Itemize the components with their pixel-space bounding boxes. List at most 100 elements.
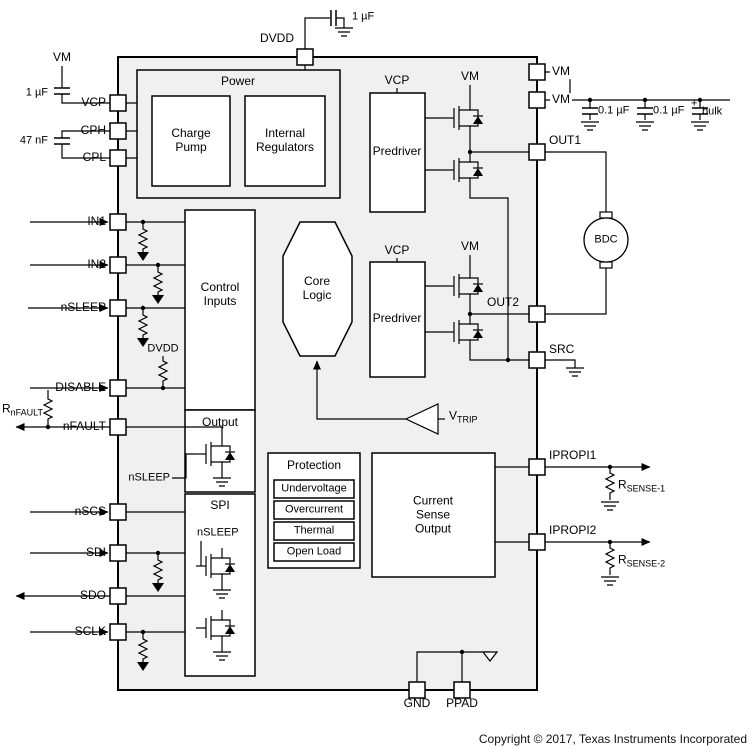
pin-gnd-pad — [408, 681, 426, 699]
pin-src-pad — [528, 351, 546, 369]
gnd-rsense2-icon — [600, 576, 620, 586]
pin-label-ipropi1: IPROPI1 — [549, 448, 597, 463]
pin-label-disable: DISABLE — [55, 380, 106, 395]
pin-label-nsleep: nSLEEP — [60, 300, 106, 315]
gnd-dvdd-cap-icon — [334, 27, 354, 37]
predriver-bottom-label: Predriver — [372, 311, 422, 326]
blocks — [136, 69, 496, 677]
protection-item-2: Overcurrent — [284, 503, 344, 516]
res-sense1-icon — [605, 469, 615, 497]
r-sense1-base: R — [618, 477, 627, 492]
gnd-rsense1-icon — [600, 501, 620, 511]
protection-item-1: Undervoltage — [281, 482, 347, 495]
wire-vm-cap-stubs — [589, 100, 701, 120]
net-label-vm-bridge-top: VM — [461, 69, 479, 84]
wire-nsleep-gate — [172, 453, 196, 479]
wire-gnd-ppad — [416, 651, 490, 682]
pin-ipropi1-pad — [528, 458, 546, 476]
motor-circle — [583, 217, 629, 263]
cap-dvdd-label: 1 µF — [352, 10, 375, 23]
internal-regulators-block — [244, 95, 326, 187]
net-label-vm-bridge-bot: VM — [461, 239, 479, 254]
res-nfault-icon — [43, 395, 53, 423]
copyright-text: Copyright © 2017, Texas Instruments Inco… — [478, 732, 747, 746]
pin-in2-pad — [109, 256, 127, 274]
pin-ppad-pad — [453, 681, 471, 699]
wire-bridge-bottom — [425, 255, 529, 361]
protection-item-box-1 — [273, 479, 355, 499]
res-sense2-icon — [605, 544, 615, 572]
pin-label-in2: IN2 — [87, 257, 106, 272]
pin-disable-pad — [109, 379, 127, 397]
pin-vm2-pad — [528, 91, 546, 109]
pin-ipropi2-pad — [528, 533, 546, 551]
r-nfault-label: RnFAULT — [2, 401, 43, 417]
protection-item-4: Open Load — [286, 545, 342, 558]
power-block-label: Power — [220, 74, 256, 89]
pin-nfault-pad — [109, 418, 127, 436]
pin-label-cph: CPH — [80, 123, 106, 138]
r-nfault-base: R — [2, 401, 11, 416]
net-label-nsleep-spi: nSLEEP — [197, 526, 239, 539]
wire-pump-pins-int — [126, 102, 137, 159]
net-label-vm-left: VM — [53, 50, 71, 65]
pin-out2-pad — [528, 305, 546, 323]
pin-label-nscs: nSCS — [74, 504, 106, 519]
wire-bridge-top — [425, 85, 529, 360]
wire-ipropi-int — [495, 466, 529, 543]
pin-nsleep-pad — [109, 299, 127, 317]
pin-label-nfault: nFAULT — [62, 419, 106, 434]
r-sense2-label: RSENSE-2 — [618, 552, 665, 568]
pin-label-sdi: SDI — [85, 545, 106, 560]
gnd-cap-vm2-icon — [635, 121, 655, 131]
net-label-vcp-top: VCP — [384, 73, 410, 88]
spi-block — [184, 493, 256, 677]
power-block — [136, 69, 341, 199]
r-sense1-sub: SENSE-1 — [626, 483, 666, 494]
spi-block-label: SPI — [210, 498, 230, 513]
wire-out2-ext — [545, 268, 607, 315]
cap-vm2-label: 0.1 µF — [653, 104, 685, 117]
cap-vcp-icon — [53, 87, 71, 95]
pin-sdi-pad — [109, 544, 127, 562]
pin-cpl-pad — [109, 149, 127, 167]
gnd-cap-vm1-icon — [580, 121, 600, 131]
cap-flying-icon — [53, 137, 71, 145]
pin-vcp-pad — [109, 94, 127, 112]
predriver-top-label: Predriver — [372, 144, 422, 159]
pin-pads — [109, 48, 546, 699]
pin-label-ppad: PPAD — [446, 696, 478, 711]
core-logic-hexagon — [282, 221, 353, 357]
pin-sdo-pad — [109, 587, 127, 605]
v-trip-label: VTRIP — [449, 408, 478, 425]
wire-vm-vcp — [61, 66, 110, 104]
protection-item-box-3 — [273, 521, 355, 541]
cap-vcp-label: 1 µF — [25, 86, 48, 99]
net-label-dvdd-pullup: DVDD — [147, 342, 179, 355]
wire-src-ext — [545, 359, 576, 368]
control-inputs-block — [184, 209, 256, 411]
predriver-top-block — [369, 92, 426, 213]
motor-brush-top — [599, 211, 613, 219]
cap-vm1-label: 0.1 µF — [598, 104, 630, 117]
cap-bulk-plus-label: + — [691, 97, 698, 110]
protection-item-box-4 — [273, 542, 355, 562]
pin-label-gnd: GND — [403, 696, 431, 711]
pin-label-sdo: SDO — [79, 588, 106, 603]
control-inputs-label: Control Inputs — [200, 280, 240, 308]
pin-cph-pad — [109, 122, 127, 140]
pin-vm1-pad — [528, 63, 546, 81]
protection-label: Protection — [286, 458, 342, 473]
v-trip-sub: TRIP — [457, 414, 478, 425]
wire-dvdd-top — [304, 17, 330, 49]
wire-out1-ext — [545, 151, 607, 212]
cap-vm1-icon — [581, 107, 599, 115]
gnd-src-icon — [565, 367, 585, 377]
pin-in1-pad — [109, 213, 127, 231]
current-sense-block — [371, 452, 496, 578]
pin-label-out1: OUT1 — [549, 133, 582, 148]
predriver-bottom-block — [369, 261, 426, 378]
wire-dvdd-cap-gnd — [336, 17, 345, 28]
pin-label-vm2: VM — [550, 92, 572, 107]
